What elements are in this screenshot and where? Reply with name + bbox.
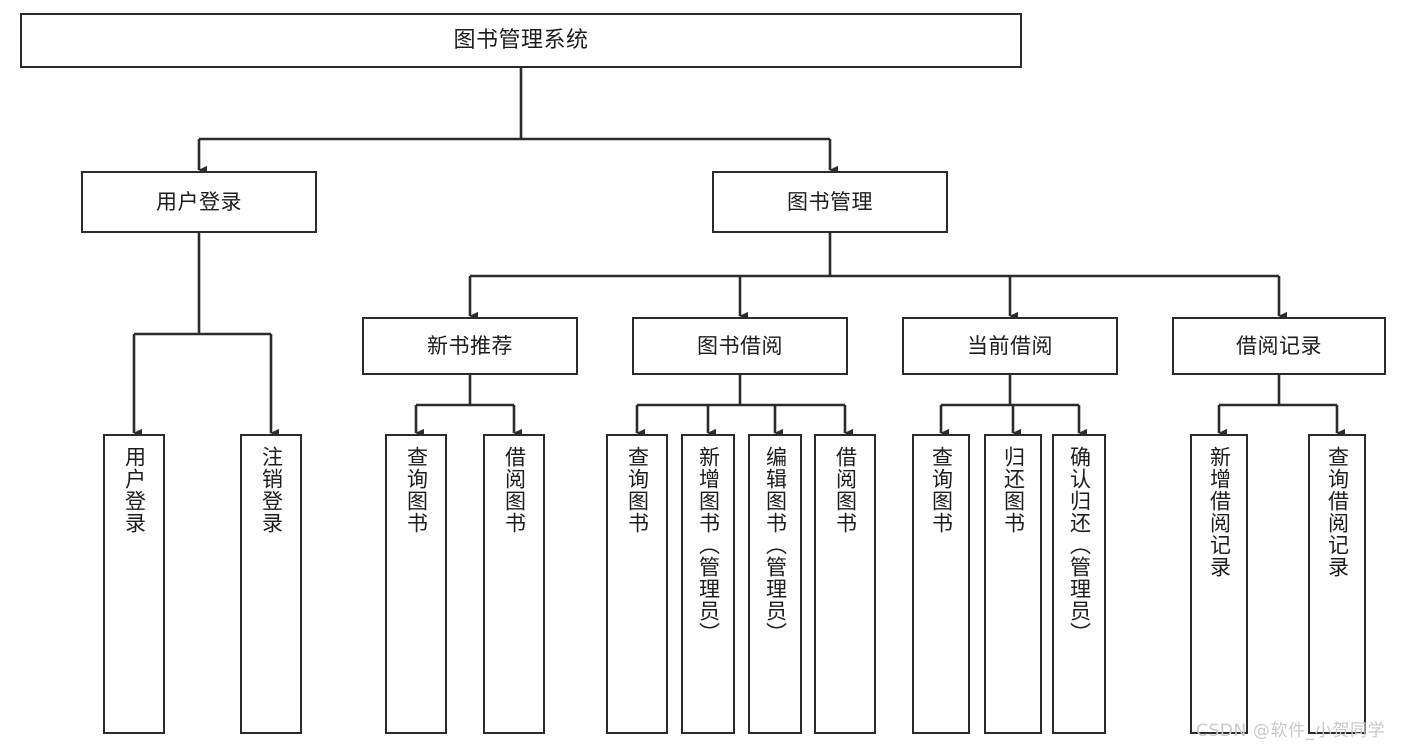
node-l2[interactable]: 注销登录 — [240, 434, 302, 734]
node-label: 用户登录 — [122, 446, 147, 534]
node-label: 图书借阅 — [697, 333, 783, 358]
node-l13[interactable]: 查询借阅记录 — [1308, 434, 1366, 734]
node-label: 新增借阅记录 — [1207, 446, 1232, 578]
node-label: 借阅记录 — [1236, 333, 1322, 358]
node-l12[interactable]: 新增借阅记录 — [1190, 434, 1248, 734]
node-n_borr[interactable]: 图书借阅 — [632, 317, 848, 375]
node-root[interactable]: 图书管理系统 — [20, 13, 1022, 68]
node-label: 图书管理系统 — [453, 27, 589, 53]
node-l7[interactable]: 编辑图书（管理员） — [748, 434, 802, 734]
node-l10[interactable]: 归还图书 — [984, 434, 1042, 734]
node-n_login[interactable]: 用户登录 — [81, 171, 317, 233]
node-label: 查询图书 — [625, 446, 650, 534]
node-l4[interactable]: 借阅图书 — [483, 434, 545, 734]
node-label: 查询图书 — [929, 446, 954, 534]
node-l5[interactable]: 查询图书 — [606, 434, 668, 734]
node-label: 查询图书 — [404, 446, 429, 534]
node-label: 借阅图书 — [833, 446, 858, 534]
node-label: 图书管理 — [787, 189, 873, 214]
node-label: 查询借阅记录 — [1325, 446, 1350, 578]
node-label: 用户登录 — [156, 189, 242, 214]
node-label: 新增图书（管理员） — [696, 446, 721, 644]
node-n_new[interactable]: 新书推荐 — [362, 317, 578, 375]
node-l11[interactable]: 确认归还（管理员） — [1052, 434, 1106, 734]
node-l3[interactable]: 查询图书 — [385, 434, 447, 734]
node-n_cur[interactable]: 当前借阅 — [902, 317, 1118, 375]
csdn-watermark: CSDN @软件_小贺同学 — [1196, 721, 1386, 741]
node-l6[interactable]: 新增图书（管理员） — [681, 434, 735, 734]
node-label: 注销登录 — [259, 446, 284, 534]
node-label: 当前借阅 — [967, 333, 1053, 358]
node-l9[interactable]: 查询图书 — [912, 434, 970, 734]
node-label: 新书推荐 — [427, 333, 513, 358]
node-n_book[interactable]: 图书管理 — [712, 171, 948, 233]
node-label: 编辑图书（管理员） — [763, 446, 788, 644]
node-n_rec[interactable]: 借阅记录 — [1172, 317, 1386, 375]
node-label: 归还图书 — [1001, 446, 1026, 534]
node-l8[interactable]: 借阅图书 — [814, 434, 876, 734]
node-l1[interactable]: 用户登录 — [103, 434, 165, 734]
node-label: 确认归还（管理员） — [1067, 446, 1092, 644]
node-label: 借阅图书 — [502, 446, 527, 534]
